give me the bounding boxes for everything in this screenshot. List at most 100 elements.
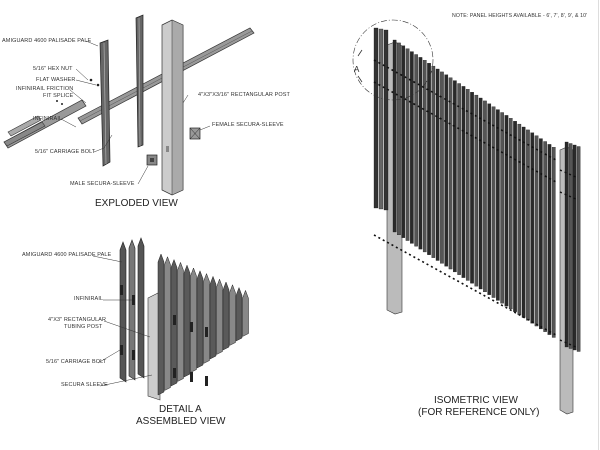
- label-female-sleeve: FEMALE SECURA-SLEEVE: [212, 122, 284, 128]
- detail-pale: [229, 284, 236, 346]
- iso-pale: [392, 39, 397, 233]
- iso-pale: [465, 89, 470, 281]
- label-friction-splice-1: INFINIRAIL FRICTION: [16, 86, 74, 92]
- label-detail-post-2: TUBING POST: [64, 324, 103, 330]
- infinirail-bottom: [3, 121, 46, 147]
- label-pale: AMIGUARD 4600 PALISADE PALE: [2, 38, 92, 44]
- iso-rail: [559, 169, 579, 179]
- detail-pale: [164, 256, 171, 391]
- iso-pale: [491, 106, 496, 298]
- detail-bolt: [205, 327, 208, 337]
- detail-pale: [209, 275, 217, 360]
- iso-pale: [414, 54, 418, 247]
- iso-pale: [572, 144, 577, 351]
- label-male-sleeve: MALE SECURA-SLEEVE: [70, 181, 135, 187]
- detail-bolt: [190, 372, 193, 382]
- label-detail-carriage-bolt: 5/16" CARRIAGE BOLT: [46, 359, 107, 365]
- iso-pale: [418, 57, 423, 250]
- detail-pale: [235, 286, 243, 342]
- iso-pale: [448, 77, 453, 270]
- iso-pale: [397, 42, 401, 235]
- label-carriage-bolt: 5/16" CARRIAGE BOLT: [35, 149, 96, 155]
- detail-pale: [203, 272, 210, 364]
- iso-pale: [534, 135, 539, 327]
- label-detail-sleeve: SECURA SLEEVE: [61, 382, 108, 388]
- iso-pale: [440, 71, 444, 264]
- iso-pale: [504, 115, 509, 307]
- iso-pale: [539, 138, 543, 330]
- label-hex-nut: 5/16" HEX NUT: [33, 66, 73, 72]
- rectangular-post: [161, 19, 184, 196]
- detail-pale: [128, 239, 136, 381]
- iso-pale: [470, 92, 474, 284]
- iso-pale: [444, 74, 449, 267]
- female-secura-sleeve: [189, 127, 201, 140]
- label-flat-washer: FLAT WASHER: [36, 77, 76, 83]
- iso-rail: [559, 339, 579, 349]
- iso-pale: [453, 80, 457, 273]
- panel-height-note: NOTE: PANEL HEIGHTS AVAILABLE - 6', 7', …: [452, 13, 588, 19]
- iso-pale: [568, 143, 573, 349]
- label-post: 4"X3"X3/16" RECTANGULAR POST: [198, 92, 291, 98]
- detail-pale: [222, 281, 230, 351]
- detail-leader: [103, 320, 151, 338]
- iso-pale: [496, 109, 500, 301]
- iso-pale: [517, 123, 522, 315]
- detail-bolt: [173, 368, 176, 378]
- palisade-pale-middle: [135, 14, 144, 148]
- detail-callout-circle: [352, 19, 434, 101]
- detail-pale: [177, 261, 184, 382]
- iso-pale: [474, 94, 479, 287]
- male-secura-sleeve: [146, 154, 158, 166]
- iso-pale: [500, 112, 504, 304]
- label-detail-infinirail: INFINIRAIL: [74, 296, 104, 302]
- detail-leader: [99, 374, 153, 387]
- iso-pale: [483, 100, 487, 292]
- iso-pale: [431, 65, 436, 258]
- iso-pale: [526, 129, 530, 321]
- iso-pale: [410, 51, 414, 244]
- isometric-title-1: ISOMETRIC VIEW: [434, 395, 518, 406]
- detail-bolt: [205, 376, 208, 386]
- iso-pale: [508, 118, 513, 310]
- palisade-pale-left: [99, 39, 111, 167]
- detail-bolt: [132, 350, 135, 360]
- detail-bolt: [190, 322, 193, 332]
- iso-pale: [513, 121, 517, 312]
- iso-pale: [551, 147, 556, 338]
- iso-pale: [383, 29, 389, 211]
- detail-pale: [196, 270, 204, 369]
- iso-pale: [427, 63, 431, 255]
- isometric-title-2: (FOR REFERENCE ONLY): [418, 407, 540, 418]
- iso-pale: [487, 103, 492, 295]
- detail-bolt: [120, 285, 123, 295]
- iso-pale: [521, 126, 526, 318]
- detail-pale: [137, 237, 145, 379]
- detail-bolt: [120, 345, 123, 355]
- detail-leader: [92, 255, 123, 263]
- iso-pale: [547, 144, 552, 335]
- detail-pale: [157, 253, 165, 396]
- callout-arrows: [357, 49, 363, 83]
- iso-pale: [530, 132, 535, 324]
- iso-pale: [576, 146, 581, 352]
- detail-leader: [97, 349, 121, 364]
- label-infinirail: INFINIRAIL: [33, 116, 63, 122]
- iso-pale: [435, 68, 440, 261]
- detail-title-2: ASSEMBLED VIEW: [136, 416, 226, 427]
- iso-pale: [422, 60, 427, 253]
- sheet-border: [598, 0, 599, 450]
- label-detail-post-1: 4"X3" RECTANGULAR: [48, 317, 107, 323]
- iso-rail: [559, 191, 579, 201]
- detail-bolt: [173, 315, 176, 325]
- detail-pale: [242, 289, 249, 337]
- detail-title-1: DETAIL A: [159, 404, 202, 415]
- iso-pale: [373, 27, 379, 209]
- label-friction-splice-2: FIT SPLICE: [43, 93, 74, 99]
- exploded-view-title: EXPLODED VIEW: [95, 198, 178, 209]
- iso-pale: [564, 141, 569, 348]
